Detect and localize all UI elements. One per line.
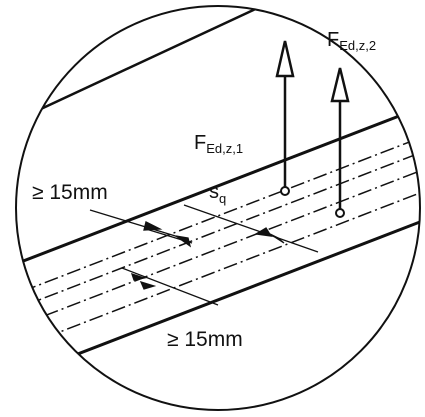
member-top-edge — [16, 104, 420, 272]
dimension-edge-bottom — [121, 267, 219, 306]
spacing-label: sq — [209, 181, 226, 206]
edge-distance-label-bottom: ≥ 15mm — [167, 328, 243, 351]
dimension-edge-left — [89, 209, 193, 248]
member-lines — [16, 6, 420, 386]
centerline-2 — [16, 150, 420, 316]
force-arrow-1 — [275, 40, 295, 196]
detail-circle — [15, 5, 421, 411]
centerline-1 — [16, 135, 420, 301]
application-point-2 — [335, 208, 345, 218]
upper-edge-line — [16, 6, 420, 130]
force-label-2: FEd,z,2 — [327, 29, 376, 53]
centerline-3 — [16, 168, 420, 334]
force-label-1: FEd,z,1 — [194, 132, 243, 156]
edge-distance-label-left: ≥ 15mm — [32, 181, 108, 204]
dimension-spacing — [183, 204, 319, 253]
application-point-1 — [280, 186, 290, 196]
centerline-4 — [16, 190, 420, 356]
force-arrow-2 — [330, 67, 350, 218]
